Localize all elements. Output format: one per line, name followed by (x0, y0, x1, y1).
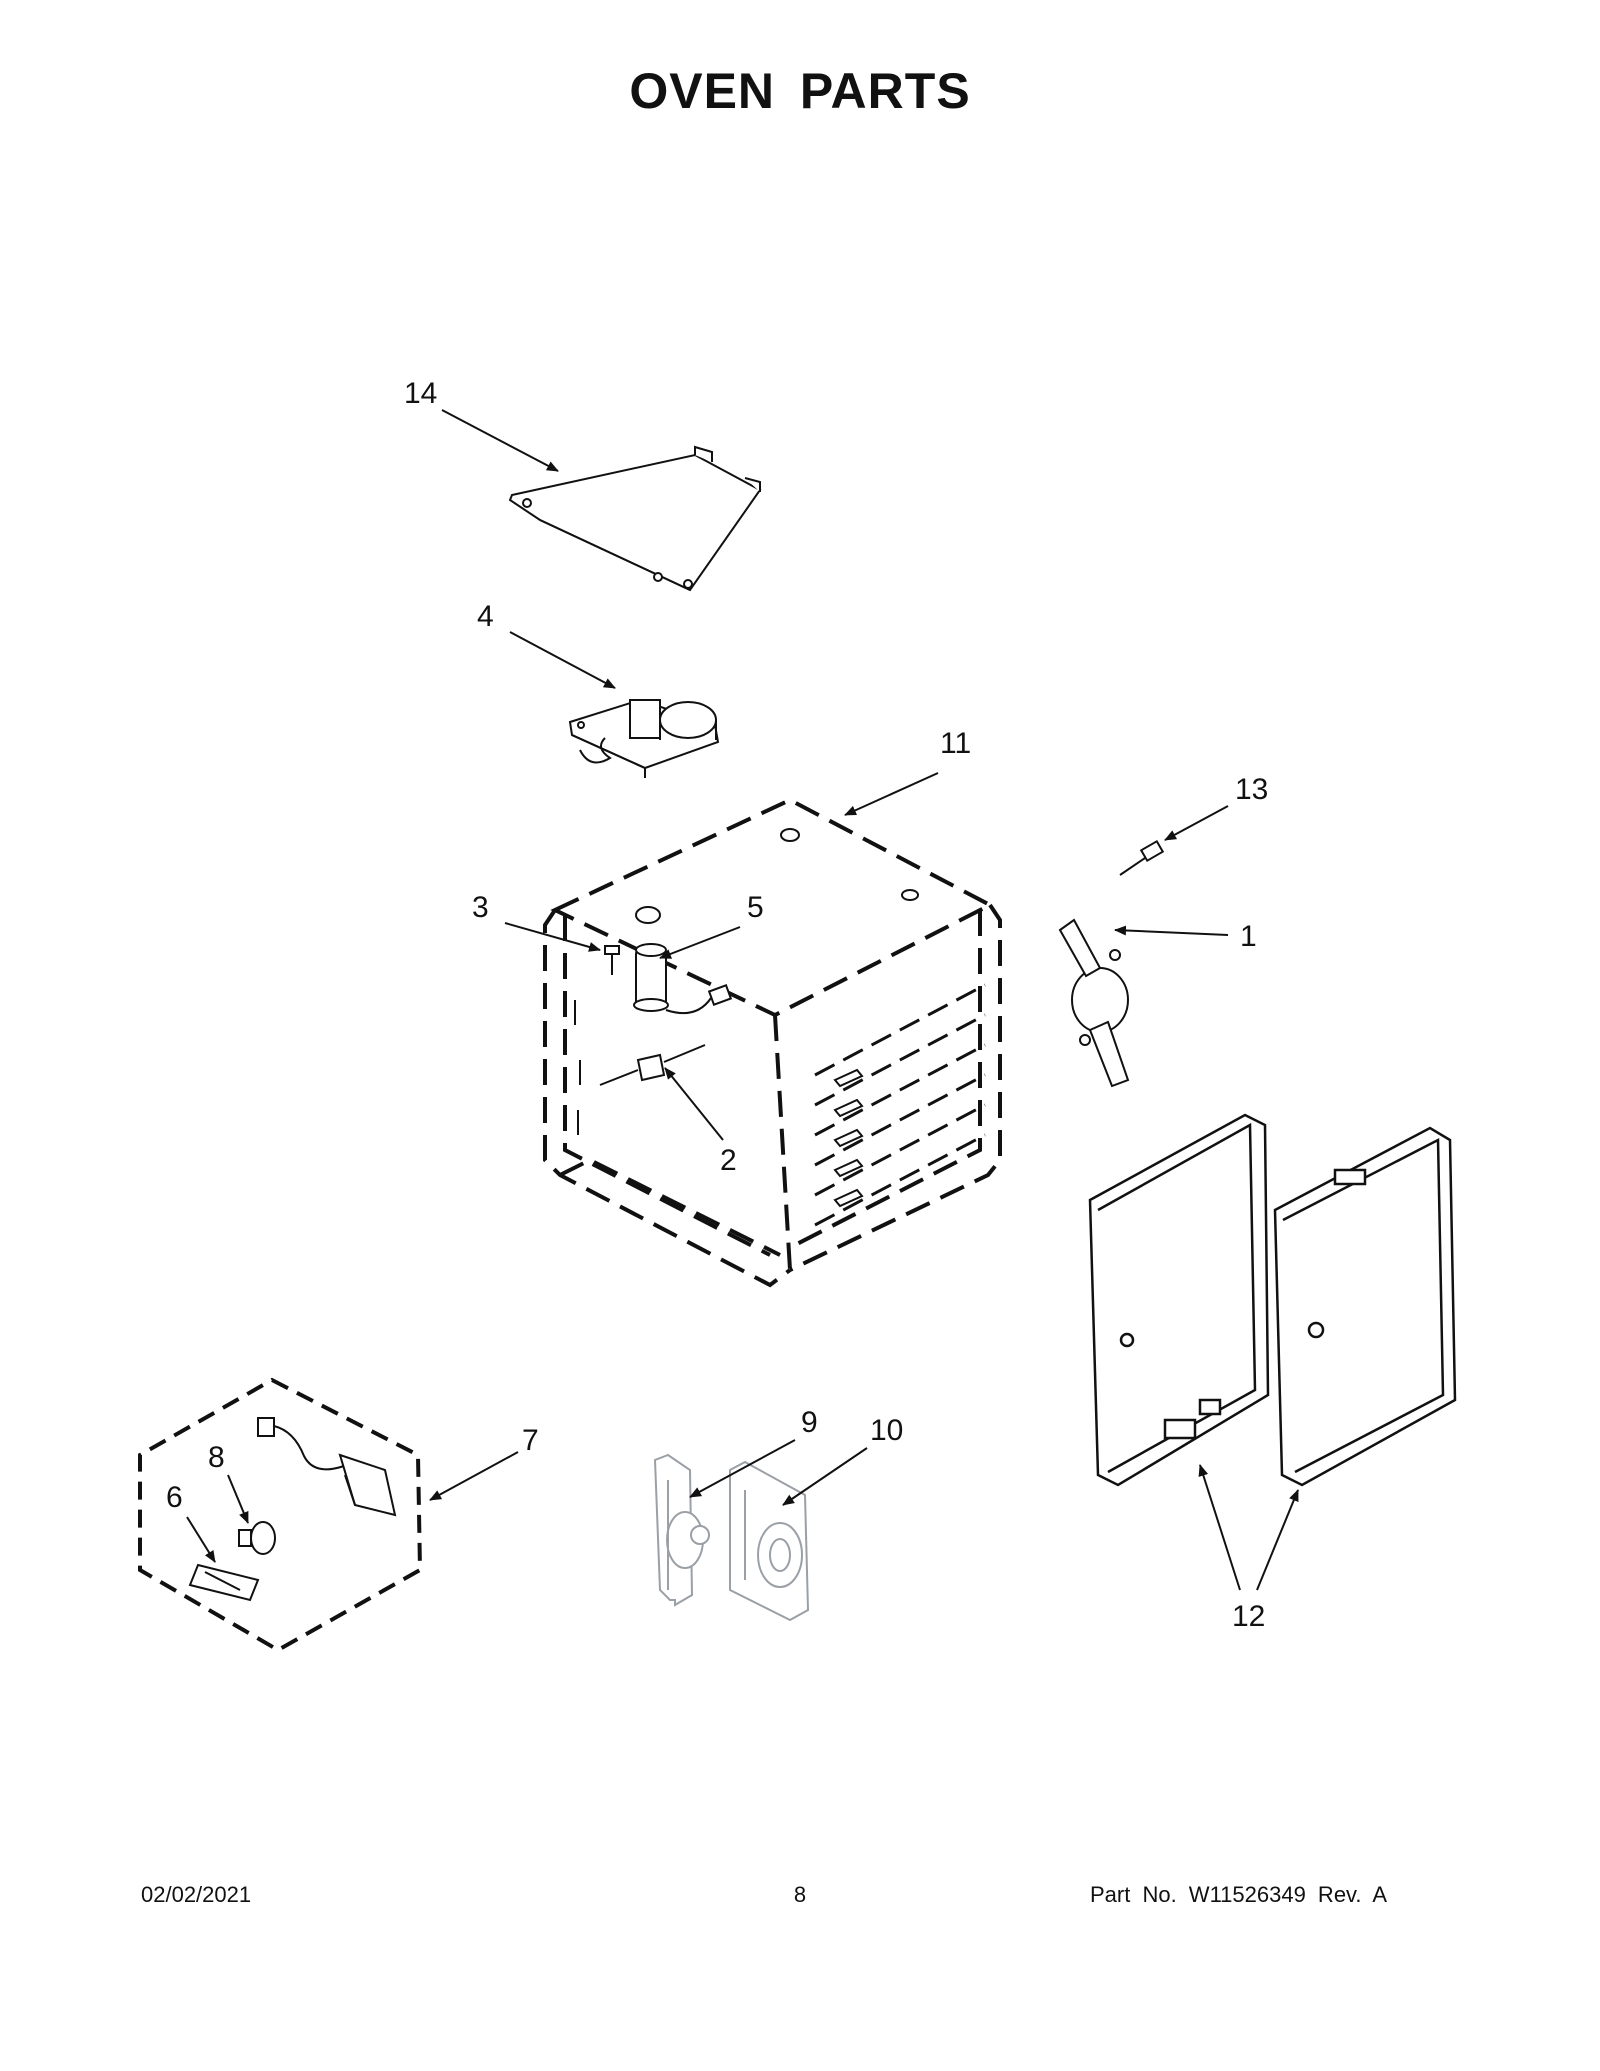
callout-14: 14 (404, 377, 437, 410)
callout-8: 8 (208, 1441, 225, 1474)
part-1-thermal-switch (1060, 920, 1128, 1086)
part-5-sensor (634, 944, 731, 1013)
footer-date: 02/02/2021 (141, 1882, 252, 1907)
part-13-screw (1120, 841, 1163, 875)
footer-part-number: Part No. W11526349 Rev. A (1090, 1882, 1388, 1907)
callout-3: 3 (472, 891, 489, 924)
callout-labels: 14 4 11 13 1 3 5 2 7 8 6 9 10 12 (166, 377, 1268, 1633)
part-11-rack-slots (815, 985, 985, 1225)
part-10-hinge (730, 1462, 808, 1620)
part-7-light-kit-outline (140, 1380, 420, 1650)
callout-5: 5 (747, 891, 764, 924)
footer-page-number: 8 (793, 1882, 807, 1907)
callout-2: 2 (720, 1144, 737, 1177)
part-6-lens (190, 1565, 258, 1600)
callout-4: 4 (477, 600, 494, 633)
part-8-bulb (239, 1522, 275, 1554)
callout-13: 13 (1235, 773, 1268, 806)
callout-9: 9 (801, 1406, 818, 1439)
part-2-grommet (600, 1045, 705, 1085)
part-14-plate (510, 447, 760, 590)
part-11-rack-embossments (575, 829, 918, 1206)
leader-lines (186, 409, 1299, 1591)
part-9-hinge (655, 1455, 709, 1605)
page-title: OVEN PARTS (629, 63, 971, 119)
part-4-latch-assembly (570, 700, 718, 778)
callout-1: 1 (1240, 920, 1257, 953)
callout-11: 11 (940, 727, 971, 760)
part-3-screw (605, 946, 619, 975)
part-12-side-panel-right (1275, 1128, 1455, 1485)
callout-7: 7 (522, 1424, 539, 1457)
part-7-socket-harness (258, 1418, 395, 1515)
callout-10: 10 (870, 1414, 903, 1447)
part-12-side-panel-left (1090, 1115, 1268, 1485)
callout-6: 6 (166, 1481, 183, 1514)
callout-12: 12 (1232, 1600, 1265, 1633)
part-11-oven-cavity (545, 800, 1000, 1285)
